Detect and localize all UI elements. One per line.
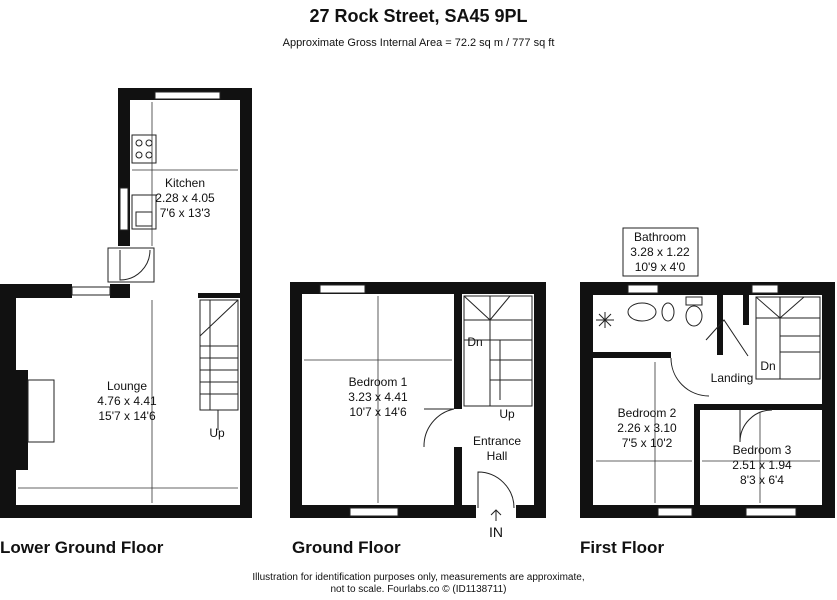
- bedroom2-name: Bedroom 2: [618, 406, 677, 420]
- ground-floor: Bedroom 1 3.23 x 4.41 10'7 x 14'6 Dn Up …: [290, 282, 546, 557]
- first-floor: Bathroom 3.28 x 1.22 10'9 x 4'0: [580, 227, 835, 557]
- disclaimer-footer: Illustration for identification purposes…: [0, 572, 837, 596]
- bedroom1-imperial: 10'7 x 14'6: [349, 405, 407, 419]
- gf-partition-upper: [454, 294, 462, 409]
- kitchen-side-window: [119, 187, 129, 231]
- entrance-door-swing: [477, 471, 515, 509]
- stairs-window: [751, 284, 779, 294]
- gf-left-wall: [290, 282, 302, 518]
- plan-title: 27 Rock Street, SA45 9PL: [309, 6, 528, 26]
- floor-label-ground: Ground Floor: [292, 538, 401, 557]
- floor-label-first: First Floor: [580, 538, 664, 557]
- bedroom2-right-wall: [694, 404, 700, 507]
- bedroom3-top-wall: [700, 404, 822, 410]
- ff-right-wall: [822, 282, 835, 518]
- entry-arrow-icon: [490, 509, 502, 521]
- lower-ground-floor: Kitchen 2.28 x 4.05 7'6 x 13'3 Lounge 4.…: [0, 88, 252, 557]
- disclaimer-line1: Illustration for identification purposes…: [252, 572, 585, 583]
- gf-right-wall: [534, 282, 546, 518]
- gf-partition-lower: [454, 447, 462, 507]
- lounge-top-wall-left: [0, 284, 72, 298]
- bedroom3-door-swing: [739, 409, 773, 443]
- kitchen-metric: 2.28 x 4.05: [155, 191, 215, 205]
- ff-left-wall: [580, 282, 593, 518]
- gf-stairs-dn: Dn: [467, 335, 482, 349]
- gf-stairs: [463, 295, 533, 407]
- porch-door-swing: [119, 249, 151, 281]
- lounge-metric: 4.76 x 4.41: [97, 394, 157, 408]
- disclaimer-line2: not to scale. Fourlabs.co © (ID1138711): [330, 584, 507, 595]
- entrance-hall-line1: Entrance: [473, 434, 521, 448]
- bedroom1-window-top: [319, 284, 366, 294]
- bidet-icon: [661, 302, 675, 322]
- area-subtitle: Approximate Gross Internal Area = 72.2 s…: [282, 37, 555, 49]
- lounge-bottom-wall: [0, 505, 252, 518]
- bathroom-name: Bathroom: [634, 230, 686, 244]
- kitchen-name: Kitchen: [165, 176, 205, 190]
- shower-icon: [596, 312, 614, 328]
- sink-icon: [131, 194, 157, 230]
- bedroom2-window: [657, 507, 693, 517]
- chimney-breast: [0, 370, 28, 470]
- floor-label-lower: Lower Ground Floor: [0, 538, 164, 557]
- gf-stairs-up: Up: [499, 407, 515, 421]
- landing-name: Landing: [711, 371, 754, 385]
- gf-bottom-wall-right: [516, 505, 546, 518]
- fireplace-icon: [27, 379, 55, 443]
- bathroom-door-swing: [670, 357, 710, 397]
- bedroom2-metric: 2.26 x 3.10: [617, 421, 677, 435]
- basin-icon: [627, 302, 657, 322]
- kitchen-imperial: 7'6 x 13'3: [160, 206, 211, 220]
- bedroom3-metric: 2.51 x 1.94: [732, 458, 792, 472]
- landing-wall: [743, 295, 749, 325]
- bedroom3-window: [745, 507, 797, 517]
- lounge-top-wall-mid: [110, 284, 130, 298]
- bathroom-window: [627, 284, 659, 294]
- bathroom-imperial: 10'9 x 4'0: [635, 260, 686, 274]
- landing-door-swing: [705, 319, 749, 357]
- ff-stairs: [755, 296, 821, 380]
- bedroom1-metric: 3.23 x 4.41: [348, 390, 408, 404]
- kitchen-window: [154, 91, 221, 100]
- lounge-window: [71, 286, 111, 296]
- ff-top-wall: [580, 282, 835, 295]
- lounge-stairs: [199, 299, 239, 430]
- ff-stairs-dn: Dn: [760, 359, 775, 373]
- toilet-icon: [685, 305, 703, 327]
- bedroom2-imperial: 7'5 x 10'2: [622, 436, 673, 450]
- bedroom3-imperial: 8'3 x 6'4: [740, 473, 784, 487]
- lounge-stairs-up: Up: [209, 426, 225, 440]
- back-porch: [107, 247, 155, 283]
- right-wall: [240, 88, 252, 518]
- lounge-partition: [198, 293, 242, 298]
- bedroom1-door-swing: [423, 408, 455, 448]
- bathroom-label-box: [622, 227, 699, 277]
- lounge-name: Lounge: [107, 379, 147, 393]
- bathroom-metric: 3.28 x 1.22: [630, 245, 690, 259]
- bedroom1-name: Bedroom 1: [349, 375, 408, 389]
- bedroom3-name: Bedroom 3: [733, 443, 792, 457]
- bedroom1-window-bottom: [349, 507, 399, 517]
- ff-bottom-wall: [580, 505, 835, 518]
- entrance-hall-line2: Hall: [487, 449, 508, 463]
- bathroom-bottom-wall: [593, 352, 671, 358]
- entry-label: IN: [489, 524, 503, 540]
- lounge-imperial: 15'7 x 14'6: [98, 409, 156, 423]
- hob-icon: [131, 134, 157, 164]
